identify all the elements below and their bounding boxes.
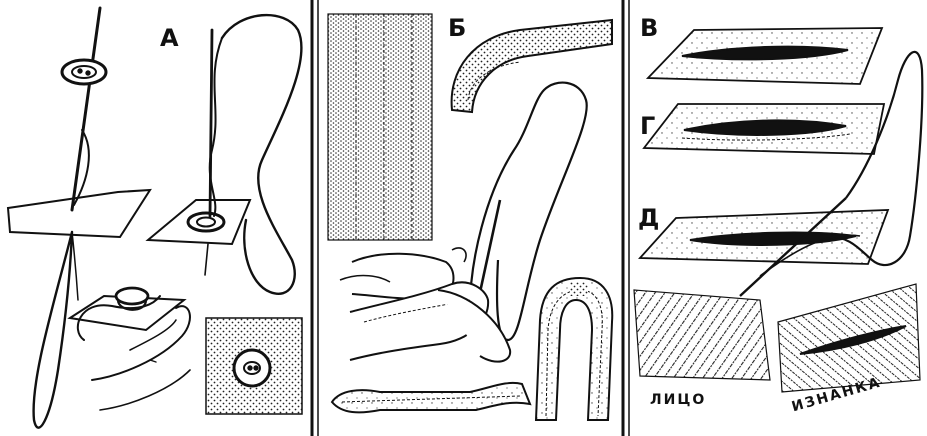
panel-c-label-d: Д [638,204,659,232]
panel-a-label: А [160,24,179,52]
panel-divider-right [623,0,629,436]
panel-c-label-g: Г [640,112,655,140]
panel-b-drawing [328,14,612,420]
panel-divider-left [312,0,318,436]
face-caption: ЛИЦО [650,392,706,408]
panel-b-label: Б [448,14,466,42]
panel-c-drawing [634,28,922,392]
panel-a-drawing [8,8,302,428]
panel-c-label-v: В [640,14,658,42]
